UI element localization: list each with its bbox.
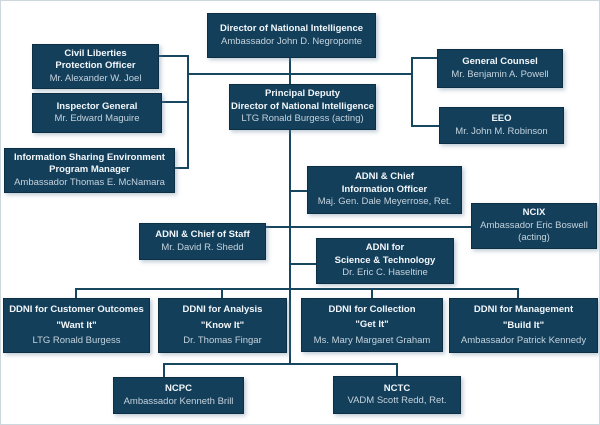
- node-person: Mr. Alexander W. Joel: [49, 72, 142, 84]
- connector-line: [163, 363, 165, 378]
- connector-line: [187, 55, 189, 169]
- node-title: DDNI for Analysis: [182, 304, 263, 316]
- node-person: Mr. Edward Maguire: [54, 113, 140, 124]
- node-person: Ambassador Eric Boswell: [480, 219, 588, 231]
- connector-line: [75, 288, 519, 290]
- connector-line: [187, 73, 413, 75]
- org-node-adni-chief-information-officer: ADNI & Chief Information Officer Maj. Ge…: [307, 166, 462, 214]
- node-motto: "Know It": [200, 319, 245, 331]
- connector-line: [396, 363, 398, 378]
- node-title: DDNI for Management: [473, 304, 574, 316]
- node-person: Maj. Gen. Dale Meyerrose, Ret.: [317, 196, 452, 208]
- node-title: NCPC: [165, 383, 192, 394]
- node-person: LTG Ronald Burgess (acting): [241, 113, 364, 125]
- org-node-ddni-analysis: DDNI for Analysis "Know It" Dr. Thomas F…: [158, 298, 287, 353]
- node-person: Ambassador John D. Negroponte: [221, 35, 362, 47]
- connector-line: [289, 58, 291, 85]
- node-motto: "Build It": [502, 319, 545, 331]
- connector-line: [517, 288, 519, 299]
- org-node-ddni-collection: DDNI for Collection "Get It" Ms. Mary Ma…: [301, 298, 443, 352]
- connector-line: [221, 288, 223, 299]
- connector-line: [161, 101, 189, 103]
- node-motto: "Want It": [56, 319, 97, 331]
- connector-line: [289, 128, 291, 365]
- node-title: NCIX: [522, 207, 546, 219]
- node-title: DDNI for Collection: [328, 303, 416, 315]
- connector-line: [371, 288, 373, 299]
- connector-line: [174, 167, 189, 169]
- org-node-nctc: NCTC VADM Scott Redd, Ret.: [333, 376, 461, 414]
- node-person: Ambassador Patrick Kennedy: [460, 335, 587, 347]
- node-person: Ambassador Kenneth Brill: [123, 395, 234, 407]
- node-person: LTG Ronald Burgess: [32, 335, 121, 347]
- node-title: Protection Officer: [55, 60, 136, 72]
- org-node-general-counsel: General Counsel Mr. Benjamin A. Powell: [437, 49, 563, 88]
- org-node-inspector-general: Inspector General Mr. Edward Maguire: [32, 93, 162, 133]
- connector-line: [289, 263, 317, 265]
- node-person: VADM Scott Redd, Ret.: [347, 395, 447, 406]
- node-person: Mr. Benjamin A. Powell: [451, 68, 549, 80]
- connector-line: [289, 190, 308, 192]
- org-node-ddni-customer-outcomes: DDNI for Customer Outcomes "Want It" LTG…: [3, 298, 150, 353]
- node-title: Science & Technology: [334, 254, 436, 266]
- node-person: Ms. Mary Margaret Graham: [313, 334, 431, 346]
- node-title: ADNI & Chief: [354, 171, 415, 183]
- org-node-principal-deputy-dni: Principal Deputy Director of National In…: [229, 84, 376, 130]
- node-title: ADNI & Chief of Staff: [155, 229, 250, 240]
- connector-line: [163, 363, 398, 365]
- node-title: General Counsel: [462, 56, 538, 67]
- connector-line: [411, 125, 440, 127]
- node-title: NCTC: [383, 382, 411, 394]
- org-node-eeo: EEO Mr. John M. Robinson: [439, 107, 564, 144]
- connector-line: [411, 57, 438, 59]
- org-node-adni-science-technology: ADNI for Science & Technology Dr. Eric C…: [316, 238, 454, 284]
- node-person: Mr. John M. Robinson: [455, 125, 548, 137]
- node-person: Mr. David R. Shedd: [161, 241, 244, 253]
- node-person: (acting): [518, 232, 550, 244]
- org-node-ncpc: NCPC Ambassador Kenneth Brill: [113, 377, 244, 414]
- node-title: Information Sharing Environment: [14, 151, 165, 163]
- org-node-director-national-intelligence: Director of National Intelligence Ambass…: [207, 13, 376, 58]
- org-node-information-sharing-environment: Information Sharing Environment Program …: [4, 148, 175, 193]
- connector-line: [266, 226, 472, 228]
- node-title: DDNI for Customer Outcomes: [9, 304, 144, 316]
- node-person: Ambassador Thomas E. McNamara: [14, 176, 165, 188]
- node-motto: "Get It": [355, 319, 389, 331]
- node-title: Program Manager: [49, 164, 130, 176]
- node-title: Principal Deputy: [265, 88, 340, 100]
- node-person: Dr. Thomas Fingar: [183, 335, 262, 347]
- org-node-ncix: NCIX Ambassador Eric Boswell (acting): [471, 203, 597, 249]
- node-title: Civil Liberties: [64, 47, 127, 59]
- org-node-ddni-management: DDNI for Management "Build It" Ambassado…: [449, 298, 598, 353]
- node-title: Director of National Intelligence: [230, 100, 375, 112]
- connector-line: [411, 57, 413, 127]
- node-title: Director of National Intelligence: [219, 23, 364, 34]
- node-title: EEO: [491, 113, 512, 124]
- connector-line: [158, 55, 189, 57]
- org-node-adni-chief-of-staff: ADNI & Chief of Staff Mr. David R. Shedd: [139, 223, 266, 260]
- connector-line: [75, 288, 77, 299]
- node-title: Inspector General: [56, 100, 138, 112]
- node-title: Information Officer: [341, 183, 428, 195]
- org-node-civil-liberties-protection-officer: Civil Liberties Protection Officer Mr. A…: [32, 44, 159, 89]
- node-title: ADNI for: [365, 242, 405, 254]
- node-person: Dr. Eric C. Haseltine: [342, 267, 428, 279]
